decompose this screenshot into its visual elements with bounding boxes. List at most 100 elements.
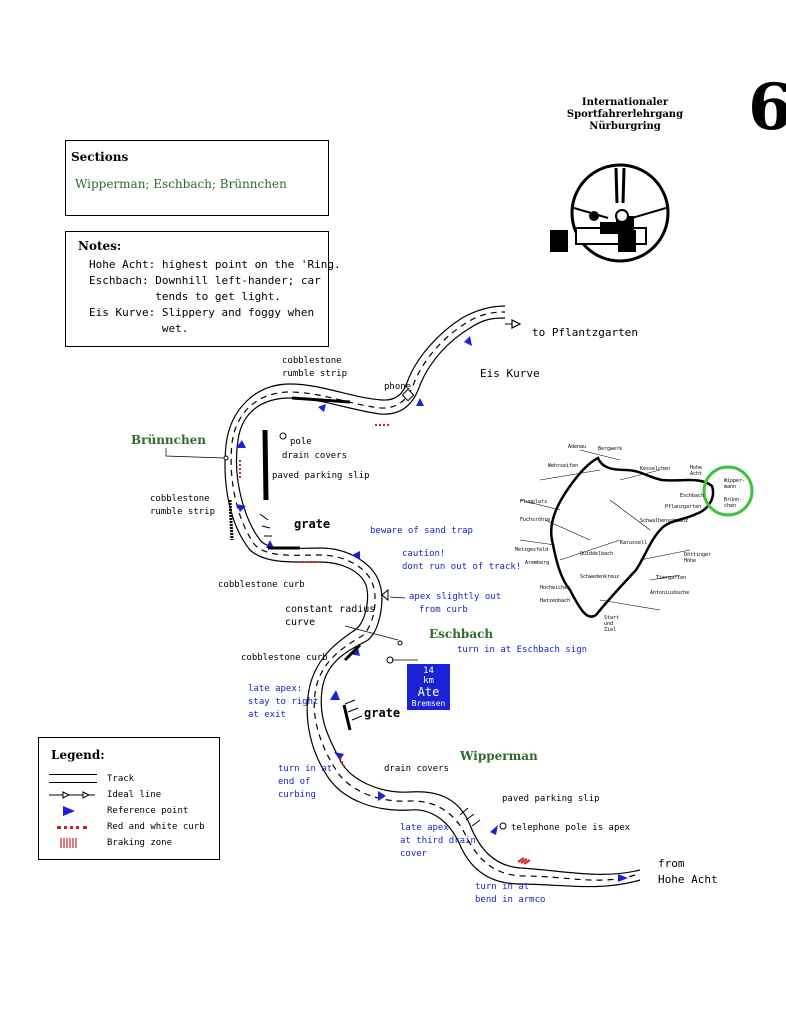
label-line: cobblestone [282, 356, 342, 366]
overview-label: Hatzenbach [540, 598, 571, 604]
ref-point-9 [236, 504, 246, 512]
label-line: at third drain [400, 836, 476, 846]
ref-point-2 [490, 825, 498, 835]
track-edge-right [224, 305, 641, 888]
label-drain-covers-top: drain covers [282, 451, 348, 461]
braking-zone-1 [517, 857, 531, 865]
label-line: turn in at [475, 882, 530, 892]
label-cobblestone-left: cobblestone rumble strip [150, 493, 215, 519]
overview-label: Kesselchen [640, 466, 671, 472]
ref-point-7 [352, 551, 360, 560]
section-name-eschbach: Eschbach [429, 627, 494, 641]
cobblestone-strips [228, 396, 362, 731]
label-drain-covers-bottom: drain covers [384, 764, 450, 774]
label-line: late apex [400, 823, 449, 833]
legend-label: Reference point [107, 806, 189, 816]
label-late-apex: late apex: stay to right at exit [248, 683, 318, 722]
label-line: curbing [278, 790, 316, 800]
ideal-line [230, 311, 636, 881]
label-turn-in-eschbach: turn in at Eschbach sign [457, 645, 588, 655]
section-name-wipperman: Wipperman [460, 749, 538, 763]
overview-label: Schwedenkreuz [580, 574, 620, 580]
label-caution: caution! dont run out of track! [402, 548, 521, 574]
reference-points [236, 336, 628, 882]
overview-label: Flugplatz [520, 499, 548, 505]
overview-label: Bergwerk [598, 446, 623, 452]
legend-label: Track [107, 774, 135, 784]
ref-point-3 [378, 791, 386, 801]
telephone-pole-marker [499, 822, 507, 830]
drain-hatch [459, 807, 481, 827]
label-line: cover [400, 849, 428, 859]
ref-point-5 [330, 690, 340, 700]
km-sign: 14 km Ate Bremsen [407, 664, 450, 710]
legend-title: Legend: [51, 748, 105, 762]
label-cobblestone-curb-1: cobblestone curb [218, 580, 305, 590]
ref-point-13 [464, 336, 472, 346]
label-late-apex-third: late apex at third drain cover [400, 822, 476, 861]
sections-title: Sections [71, 150, 129, 164]
overview-highlight-circle [702, 465, 754, 517]
grate-hatch-top [259, 513, 272, 537]
label-line: end of [278, 777, 311, 787]
ref-point-1 [618, 874, 628, 882]
braking-zone-icon [49, 838, 97, 848]
section-name-brunnchen: Brünnchen [131, 433, 207, 447]
label-line: turn in at [278, 764, 333, 774]
legend-box: Legend: Track Ideal line Reference point… [38, 737, 220, 860]
label-grate-bottom: grate [364, 706, 401, 720]
header-line-1: Internationaler [581, 97, 669, 108]
ref-point-12 [416, 398, 424, 406]
legend-label: Braking zone [107, 838, 173, 848]
legend-item-track: Track [49, 771, 205, 787]
label-grate-top: grate [294, 517, 331, 531]
legend-item-curb: Red and white curb [49, 819, 205, 835]
overview-label: Hohe Acht [690, 465, 703, 477]
label-phone: phone [384, 382, 412, 392]
page-number: 6 [748, 70, 786, 145]
overview-label: Tiergarten [656, 575, 687, 581]
label-line: caution! [402, 549, 446, 559]
track-edge-left [235, 317, 641, 875]
km-sign-brand: Ate [417, 685, 440, 699]
label-paved-parking-top: paved parking slip [272, 471, 370, 481]
ref-point-11 [318, 404, 326, 412]
label-cobblestone-top: cobblestone rumble strip [282, 355, 347, 381]
pole-marker [279, 432, 287, 440]
note-line: Eschbach: Downhill left-hander; car [89, 274, 321, 287]
overview-label: Fuchsröhre [520, 517, 551, 523]
legend-item-braking: Braking zone [49, 835, 205, 851]
km-sign-unit: km [423, 676, 434, 686]
label-telephone-pole: telephone pole is apex [511, 823, 631, 833]
ideal-line-icon [49, 790, 97, 800]
label-line: bend in armco [475, 895, 546, 905]
note-line: Eis Kurve: Slippery and foggy when [89, 306, 315, 319]
overview-label: Pflanzgarten [665, 504, 702, 510]
label-line: Hohe Acht [658, 873, 718, 886]
note-line: Hohe Acht: highest point on the 'Ring. [89, 258, 341, 271]
notes-box: Notes: Hohe Acht: highest point on the '… [65, 231, 341, 347]
km-sign-value: 14 [423, 666, 434, 676]
label-turn-in-end: turn in at end of curbing [278, 763, 332, 802]
label-line: late apex: [248, 684, 303, 694]
overview-label: Wipper-mann [724, 478, 746, 490]
label-constant-radius: constant radius curve [285, 603, 375, 629]
overview-label: Aremberg [525, 560, 550, 566]
label-line: from curb [419, 605, 468, 615]
label-from-hohe-acht: from Hohe Acht [658, 856, 718, 888]
apex-marker [381, 588, 389, 602]
km-sign-text: Bremsen [411, 699, 446, 708]
grate-hatch-bottom [344, 699, 363, 721]
track-line-icon [49, 774, 97, 784]
label-turn-in-armco: turn in at bend in armco [475, 881, 545, 907]
label-line: constant radius [285, 604, 376, 615]
overview-label: Quiddelbach [580, 551, 614, 557]
legend-items: Track Ideal line Reference point Red and… [49, 771, 205, 851]
overview-label: Karussell [620, 540, 648, 546]
label-line: at exit [248, 710, 286, 720]
label-apex-slightly: apex slightly out from curb [409, 591, 501, 617]
label-line: dont run out of track! [402, 562, 522, 572]
overview-label: Metzgesfeld [515, 547, 549, 553]
